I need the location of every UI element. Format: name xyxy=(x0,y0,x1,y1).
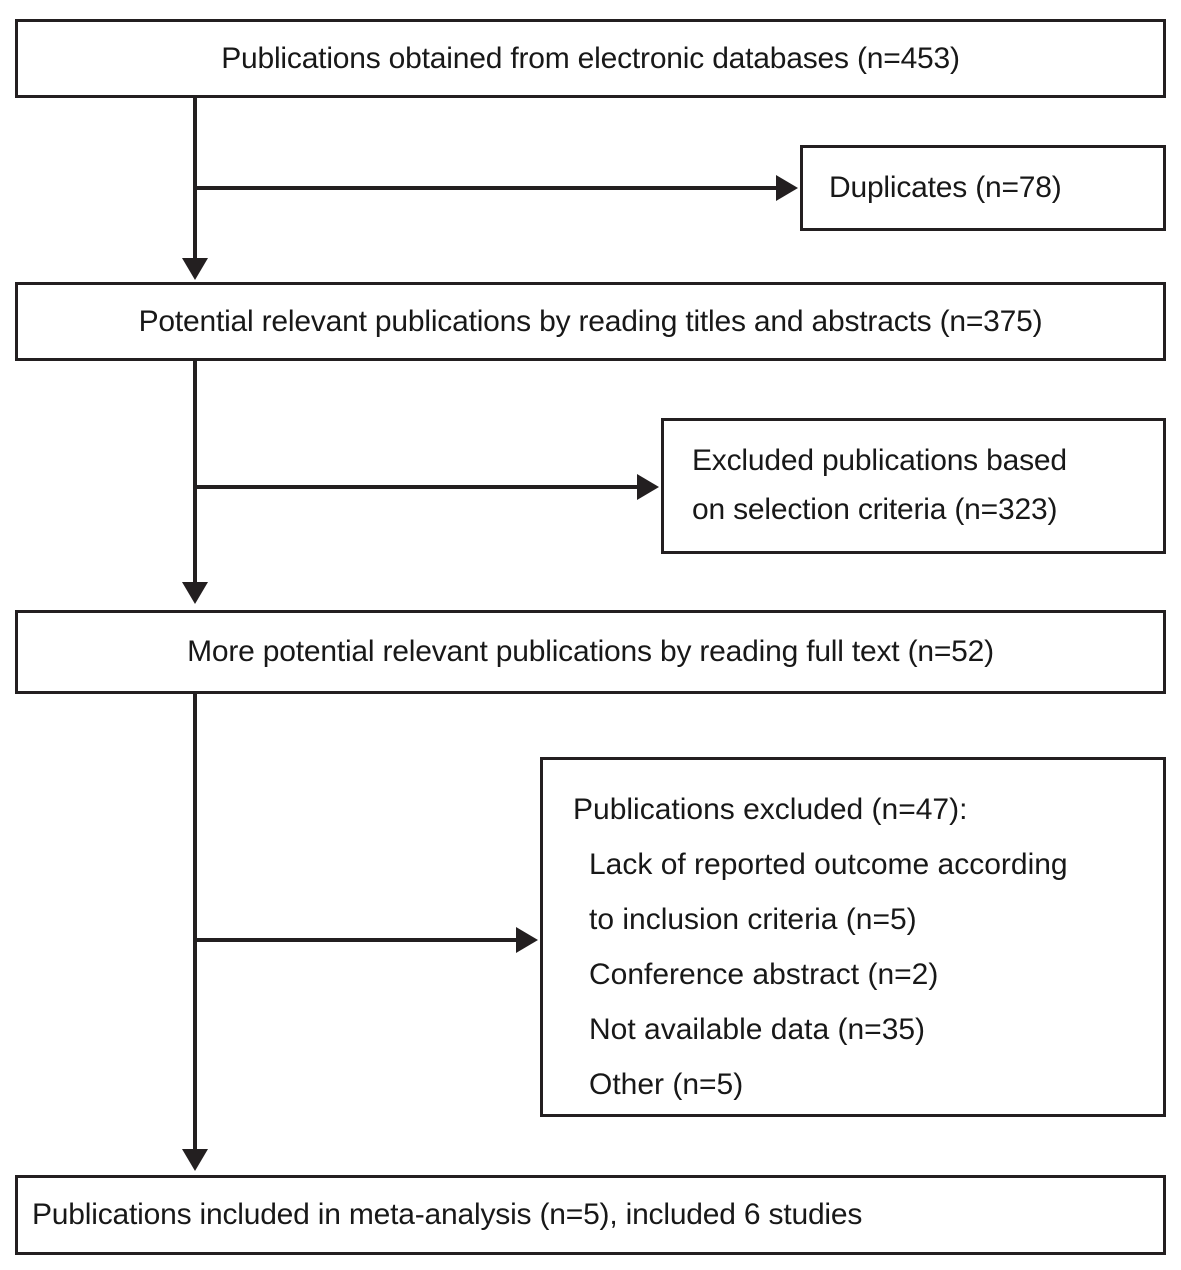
arrowhead-right-to-duplicates xyxy=(776,175,798,201)
excluded-reasons-list: Publications excluded (n=47): Lack of re… xyxy=(573,782,1068,1112)
excluded-reason-item: Not available data (n=35) xyxy=(589,1012,926,1046)
node-duplicates: Duplicates (n=78) xyxy=(800,145,1166,231)
node-publications-obtained: Publications obtained from electronic da… xyxy=(15,19,1166,98)
connector-fulltext-to-excluded-list xyxy=(195,938,518,942)
connector-fulltext-to-included xyxy=(193,694,197,1155)
connector-sources-to-titles xyxy=(193,98,197,263)
connector-sources-to-duplicates xyxy=(195,186,778,190)
node-publications-excluded-list: Publications excluded (n=47): Lack of re… xyxy=(540,757,1166,1117)
arrowhead-right-to-excluded-list xyxy=(516,927,538,953)
arrowhead-down-to-included xyxy=(182,1149,208,1171)
arrowhead-down-to-fulltext xyxy=(182,582,208,604)
node-excluded-selection-criteria-line2: on selection criteria (n=323) xyxy=(692,493,1058,526)
arrowhead-right-to-excluded-criteria xyxy=(637,474,659,500)
arrowhead-down-to-titles xyxy=(182,258,208,280)
connector-titles-to-fulltext xyxy=(193,361,197,588)
node-excluded-selection-criteria-text: Excluded publications based on selection… xyxy=(692,437,1067,534)
node-publications-included-meta-analysis: Publications included in meta-analysis (… xyxy=(15,1175,1166,1255)
node-duplicates-label: Duplicates (n=78) xyxy=(829,171,1062,205)
node-more-potential-relevant-fulltext-label: More potential relevant publications by … xyxy=(187,635,994,669)
node-more-potential-relevant-fulltext: More potential relevant publications by … xyxy=(15,610,1166,694)
excluded-reason-item: to inclusion criteria (n=5) xyxy=(589,902,917,936)
excluded-reason-item: Other (n=5) xyxy=(589,1067,744,1101)
node-excluded-selection-criteria: Excluded publications based on selection… xyxy=(661,418,1166,554)
node-excluded-selection-criteria-line1: Excluded publications based xyxy=(692,444,1067,478)
node-potential-relevant-titles-abstracts-label: Potential relevant publications by readi… xyxy=(138,304,1043,338)
node-publications-obtained-label: Publications obtained from electronic da… xyxy=(221,41,960,75)
excluded-list-heading: Publications excluded (n=47): xyxy=(573,792,968,826)
excluded-reason-item: Lack of reported outcome according xyxy=(589,847,1068,881)
connector-titles-to-excluded-criteria xyxy=(195,485,639,489)
excluded-reason-item: Conference abstract (n=2) xyxy=(589,957,939,991)
node-potential-relevant-titles-abstracts: Potential relevant publications by readi… xyxy=(15,282,1166,361)
node-publications-included-meta-analysis-label: Publications included in meta-analysis (… xyxy=(32,1198,863,1232)
